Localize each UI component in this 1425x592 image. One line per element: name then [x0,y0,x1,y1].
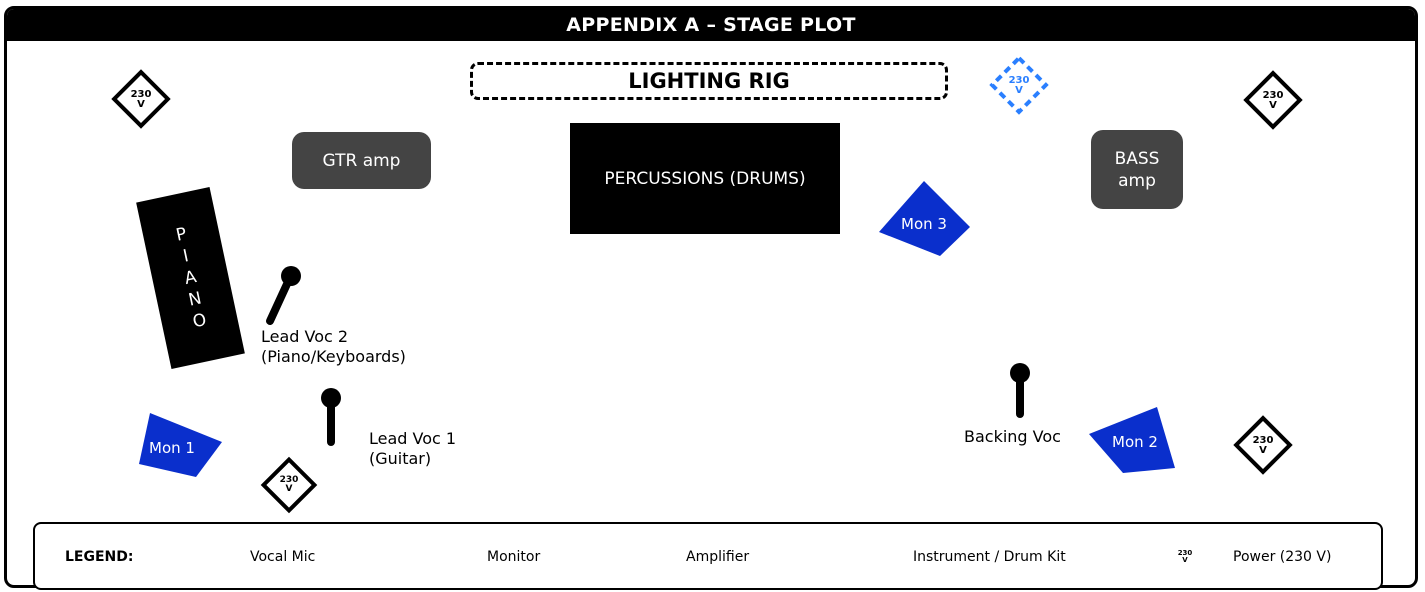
power-label: 230 V [275,476,303,494]
lead-voc-2-role: (Piano/Keyboards) [261,347,406,366]
mon3-label: Mon 3 [901,215,947,233]
vocal-mic-icon [1010,363,1030,418]
power-value: 230 [279,475,299,485]
power-value: 230 [1177,549,1193,557]
monitor-mon3-icon [879,181,970,256]
legend-heading: LEGEND: [65,549,134,565]
legend-power-label: Power (230 V) [1233,549,1332,565]
power-unit: V [1015,85,1023,96]
power-unit: V [137,99,145,110]
bass-amp: BASS amp [1091,130,1183,209]
vocal-mic-icon [321,388,341,446]
power-outlet-icon [1233,415,1293,475]
legend-monitor-label: Monitor [487,549,541,565]
lead-voc-2-name: Lead Voc 2 [261,327,349,346]
power-unit: V [285,484,293,494]
power-unit: V [1182,556,1188,564]
lighting-rig: LIGHTING RIG [470,62,948,100]
legend-amplifier-label: Amplifier [686,549,750,565]
power-outlet-icon [260,456,318,514]
vocal-mic-icon [266,266,301,325]
power-value: 230 [1262,90,1284,101]
bass-amp-label-2: amp [1118,170,1156,191]
backing-voc-label: Backing Voc [964,427,1061,446]
lead-voc-2-label: Lead Voc 2 (Piano/Keyboards) [261,327,406,367]
power-label: 230 V [1004,76,1034,96]
legend: LEGEND: Vocal Mic Monitor Amplifier Inst… [33,522,1383,590]
power-value: 230 [1008,75,1030,86]
power-outlet-icon [111,69,171,129]
page-title: APPENDIX A – STAGE PLOT [7,9,1415,41]
legend-instrument-label: Instrument / Drum Kit [913,549,1066,565]
lead-voc-1-role: (Guitar) [369,449,432,468]
legend-power-icon-label: 230 V [1175,550,1195,564]
drums-box: PERCUSSIONS (DRUMS) [570,123,840,234]
power-outlet-icon [1243,70,1303,130]
power-label: 230 V [1258,91,1288,111]
power-value: 230 [1252,435,1274,446]
monitor-mon2-icon [1089,407,1175,473]
power-value: 230 [130,89,152,100]
lead-voc-1-name: Lead Voc 1 [369,429,457,448]
monitor-mon1-icon [139,413,222,477]
power-unit: V [1269,100,1277,111]
mon2-label: Mon 2 [1112,433,1158,451]
legend-vocal-mic-label: Vocal Mic [250,549,316,565]
power-label: 230 V [1248,436,1278,456]
gtr-amp: GTR amp [292,132,431,189]
power-unit: V [1259,445,1267,456]
mon1-label: Mon 1 [149,439,195,457]
bass-amp-label-1: BASS [1114,148,1160,169]
power-label: 230 V [126,90,156,110]
lead-voc-1-label: Lead Voc 1 (Guitar) [369,429,456,469]
